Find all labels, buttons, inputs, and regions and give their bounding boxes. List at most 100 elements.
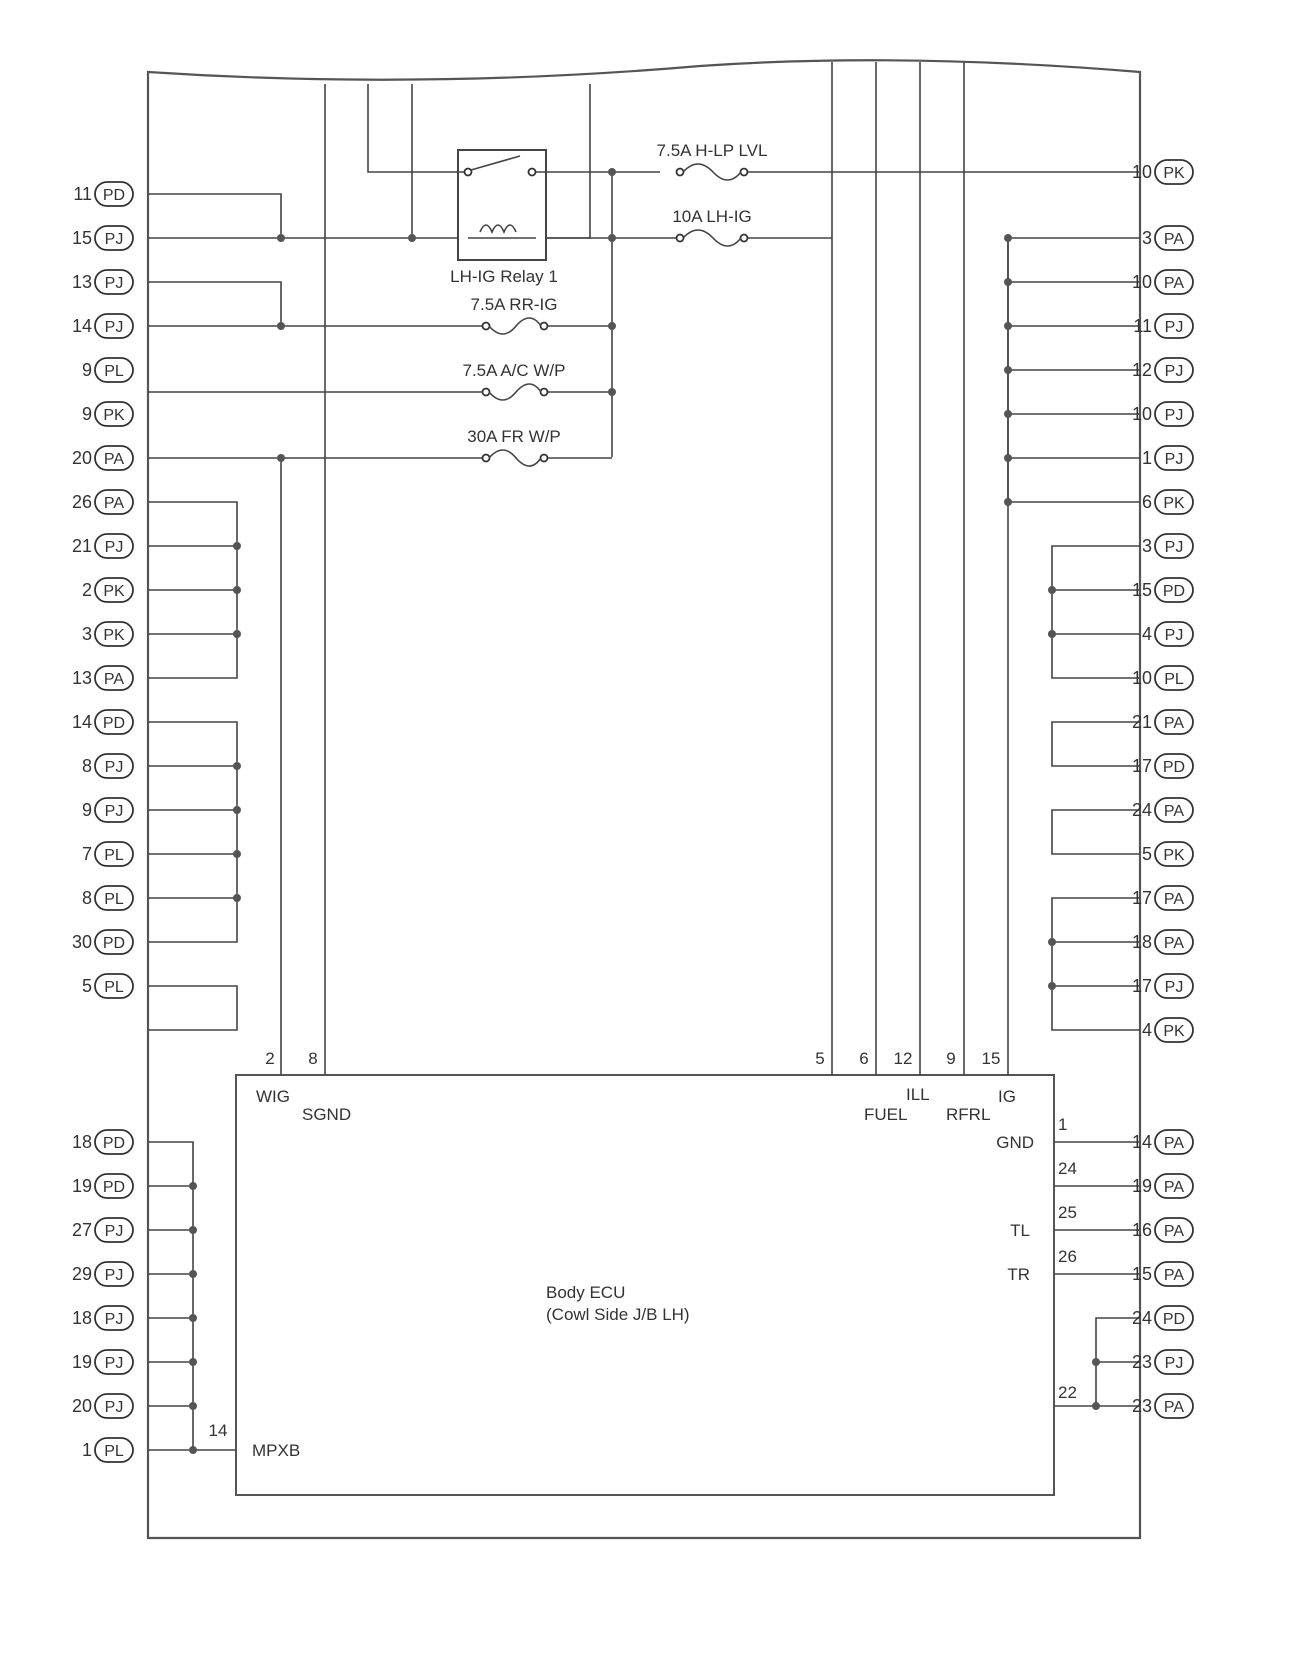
connector-label: 11 PJ	[1133, 313, 1194, 339]
connector-badge	[94, 1261, 134, 1287]
connector-badge	[94, 401, 134, 427]
connector-pin-number: 11	[1133, 316, 1152, 336]
connector-code: PL	[104, 847, 124, 864]
connector-badge	[94, 885, 134, 911]
connector-pin-number: 10	[1132, 668, 1152, 688]
connector-code: PJ	[1165, 539, 1184, 556]
connector-label: 10 PL	[1132, 665, 1194, 691]
connector-label: 17 PJ	[1132, 973, 1194, 999]
connector-badge	[1154, 929, 1194, 955]
connector-pin-number: 20	[72, 448, 92, 468]
connector-badge	[94, 1349, 134, 1375]
connector-code: PD	[103, 1179, 125, 1196]
connector-code: PA	[104, 451, 124, 468]
connector-pin-number: 18	[72, 1132, 92, 1152]
connector-code: PA	[1164, 891, 1184, 908]
pin-name-rfrl: RFRL	[946, 1105, 990, 1124]
connector-pin-number: 13	[72, 272, 92, 292]
connector-badge	[1154, 1261, 1194, 1287]
connector-pin-number: 23	[1132, 1352, 1152, 1372]
pin-name-sgnd: SGND	[302, 1105, 351, 1124]
pin-number: 6	[859, 1049, 868, 1068]
connector-badge	[1154, 1349, 1194, 1375]
connector-pin-number: 15	[72, 228, 92, 248]
pin-number: 26	[1058, 1247, 1077, 1266]
connector-code: PK	[1163, 847, 1185, 864]
connector-pin-number: 3	[82, 624, 92, 644]
connector-badge	[1154, 1017, 1194, 1043]
connector-badge	[1154, 1129, 1194, 1155]
connector-badge	[1154, 533, 1194, 559]
connector-pin-number: 8	[82, 888, 92, 908]
connector-pin-number: 18	[1132, 932, 1152, 952]
fuse-label-fr-wp: 30A FR W/P	[467, 427, 561, 446]
connector-badge	[1154, 489, 1194, 515]
fuse-label-lh-ig: 10A LH-IG	[672, 207, 751, 226]
connector-badge	[94, 533, 134, 559]
connector-badge	[1154, 1217, 1194, 1243]
connector-badge	[1154, 709, 1194, 735]
connector-code: PJ	[1165, 363, 1184, 380]
connector-badge	[94, 797, 134, 823]
connector-pin-number: 17	[1132, 976, 1152, 996]
connector-pin-number: 27	[72, 1220, 92, 1240]
connector-code: PL	[104, 363, 124, 380]
ecu-location: (Cowl Side J/B LH)	[546, 1305, 690, 1324]
connector-code: PD	[103, 187, 125, 204]
connector-code: PK	[1163, 1023, 1185, 1040]
pin-number: 5	[815, 1049, 824, 1068]
connector-pin-number: 21	[72, 536, 92, 556]
connector-code: PA	[1164, 275, 1184, 292]
connector-pin-number: 30	[72, 932, 92, 952]
pin-name-tl: TL	[1010, 1221, 1030, 1240]
connector-pin-number: 19	[72, 1352, 92, 1372]
connector-badge	[94, 841, 134, 867]
connector-code: PA	[1164, 1267, 1184, 1284]
connector-pin-number: 17	[1132, 888, 1152, 908]
connector-code: PL	[104, 979, 124, 996]
connector-pin-number: 3	[1142, 228, 1152, 248]
connector-pin-number: 14	[1132, 1132, 1152, 1152]
connector-label: 17 PA	[1132, 885, 1194, 911]
pin-number: 12	[894, 1049, 913, 1068]
connector-code: PL	[1164, 671, 1184, 688]
connector-pin-number: 10	[1132, 162, 1152, 182]
connector-code: PJ	[1165, 979, 1184, 996]
connector-code: PD	[1163, 583, 1185, 600]
wire-network	[148, 62, 1140, 1451]
connector-code: PJ	[1165, 319, 1184, 336]
junction-block-frame	[146, 59, 1142, 1540]
connector-badge	[1154, 1393, 1194, 1419]
connector-code: PK	[103, 583, 125, 600]
connector-pin-number: 1	[1142, 448, 1152, 468]
connector-badge	[94, 269, 134, 295]
connector-code: PA	[1164, 803, 1184, 820]
connector-pin-number: 9	[82, 404, 92, 424]
pin-number: 22	[1058, 1383, 1077, 1402]
connector-pin-number: 9	[82, 800, 92, 820]
connector-badge	[1154, 357, 1194, 383]
connector-code: PA	[1164, 715, 1184, 732]
fuse-icons	[481, 163, 749, 467]
lh-ig-relay-icon	[457, 149, 547, 261]
